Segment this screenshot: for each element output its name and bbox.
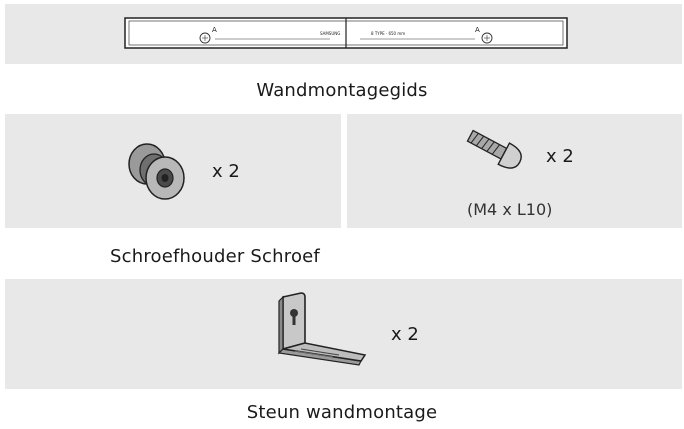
mark-right-label: A — [475, 26, 480, 34]
mount-mark-right-icon — [481, 32, 493, 44]
wall-bracket-caption: Steun wandmontage — [246, 402, 438, 423]
strip-right-text: 8 TYPE · 650 mm — [371, 31, 405, 36]
screw-panel: x 2 (M4 x L10) — [347, 114, 682, 228]
screw-holder-quantity: x 2 — [212, 161, 240, 182]
wall-bracket-quantity: x 2 — [391, 324, 419, 345]
screw-icon — [466, 129, 522, 169]
wall-mount-bracket-panel: x 2 — [5, 279, 682, 389]
screw-holder-icon — [128, 143, 185, 200]
wall-mount-guide-caption: Wandmontagegids — [256, 80, 428, 101]
strip-left-text: SAMSUNG — [320, 31, 340, 36]
screw-holder-screw-caption: Schroefhouder Schroef — [110, 246, 320, 267]
mount-mark-left-icon — [199, 32, 211, 44]
wall-bracket-icon — [277, 292, 367, 366]
screw-spec: (M4 x L10) — [467, 200, 553, 219]
wall-mount-guide-panel: A A SAMSUNG 8 TYPE · 650 mm — [5, 4, 682, 64]
screw-holder-panel: x 2 — [5, 114, 341, 228]
screw-quantity: x 2 — [546, 146, 574, 167]
mark-left-label: A — [212, 26, 217, 34]
wall-mount-guide-illustration: A A SAMSUNG 8 TYPE · 650 mm — [124, 17, 568, 49]
